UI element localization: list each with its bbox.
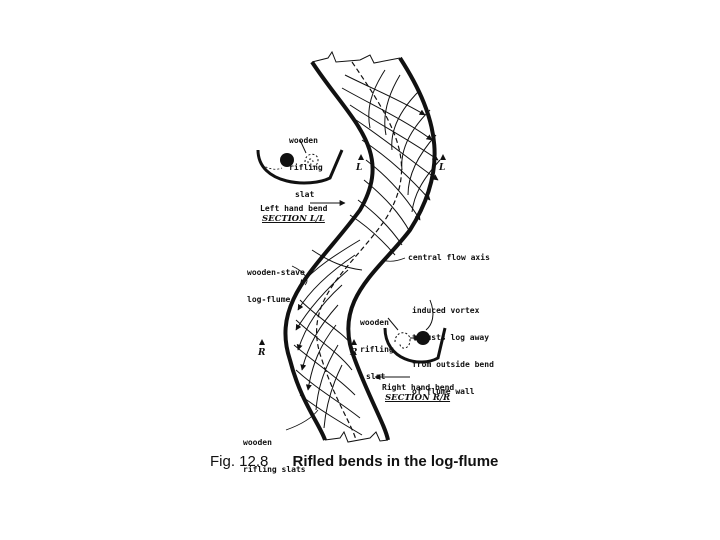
label-bottom-slats: wooden rifling slats (243, 420, 306, 492)
label-section-rr: SECTION R/R (385, 373, 450, 423)
label-central-axis: central flow axis (408, 253, 490, 262)
label-line: slat (295, 190, 315, 199)
rifling-slats-lower (293, 239, 363, 436)
flume-top-break (311, 50, 401, 64)
label-line: thrusts log away (412, 333, 490, 342)
figure-number: Fig. 12.8 (210, 453, 269, 470)
marker-l-left: L (356, 163, 363, 173)
marker-r-left: R (258, 348, 266, 358)
vortex-bottom (394, 332, 411, 349)
section-rr-inset (383, 299, 447, 364)
label-line: wooden (243, 438, 272, 447)
vortex-top (304, 153, 319, 167)
label-line: rifling (289, 163, 323, 172)
log-top (280, 153, 294, 167)
section-markers (259, 154, 446, 345)
label-section-ll: SECTION L/L (262, 194, 325, 244)
label-line: wooden (360, 318, 389, 327)
label-line: from outside bend (412, 360, 494, 369)
label-left-bend: Left hand bend (260, 204, 328, 213)
label-line: wooden-stave (247, 268, 305, 277)
label-stave-flume: wooden-stave log-flume (247, 250, 305, 322)
label-line: rifling slats (243, 465, 306, 474)
flume-bottom-break (324, 430, 389, 443)
label-mid-slat: wooden rifling slat (360, 300, 394, 399)
label-line: slat (366, 372, 386, 381)
leader-lines (285, 257, 406, 431)
rifling-slats-upper (341, 69, 441, 256)
label-right-bend: Right hand bend (382, 383, 455, 392)
section-ll-title: SECTION L/L (262, 214, 325, 224)
label-line: induced vortex (412, 306, 480, 315)
marker-r-right: R (350, 348, 358, 358)
figure-title: Rifled bends in the log-flume (292, 453, 499, 470)
label-line: rifling (360, 345, 394, 354)
label-line: of flume wall (412, 387, 475, 396)
label-vortex: induced vortex thrusts log away from out… (412, 288, 494, 414)
label-line: wooden (289, 136, 318, 145)
label-line: log-flume (247, 295, 291, 304)
section-rr-title: SECTION R/R (385, 393, 451, 403)
marker-l-right: L (439, 163, 446, 173)
label-top-slat: wooden rifling slat (289, 118, 323, 217)
section-ll-inset (256, 139, 344, 185)
flume-right-wall (346, 56, 437, 441)
central-flow-axis (316, 61, 403, 441)
log-bottom (416, 331, 430, 345)
figure-caption: Fig. 12.8 Rifled bends in the log-flume (210, 453, 498, 470)
